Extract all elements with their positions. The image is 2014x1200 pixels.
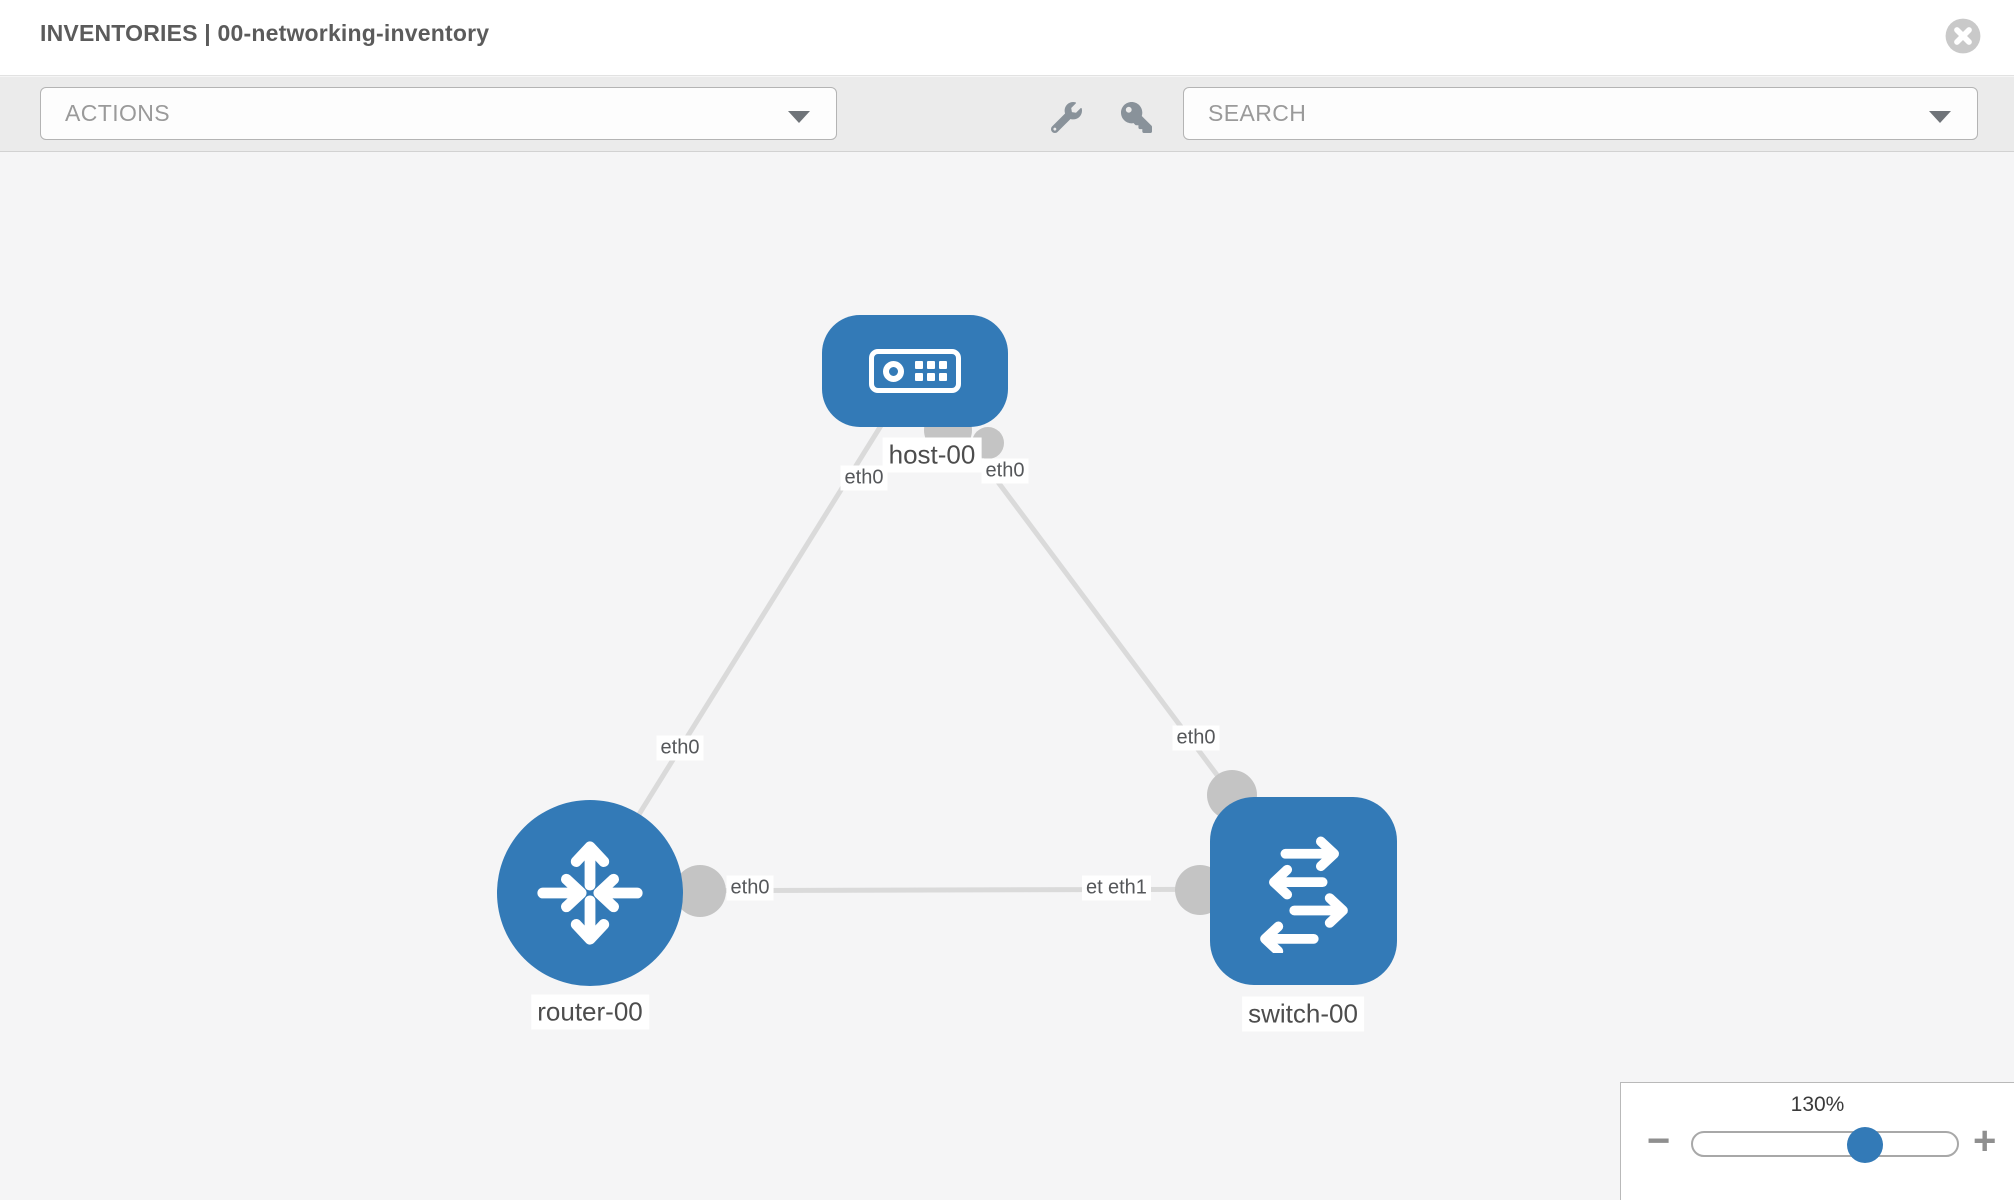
interface-label: eth0 bbox=[981, 458, 1029, 484]
switch-icon bbox=[1259, 836, 1348, 953]
interface-label: eth0 bbox=[1172, 725, 1220, 751]
chevron-down-icon bbox=[1929, 111, 1951, 123]
node-label-host: host-00 bbox=[882, 437, 982, 473]
interface-label: eth1 bbox=[1104, 875, 1151, 901]
node-label-switch: switch-00 bbox=[1242, 996, 1364, 1032]
node-host-00[interactable] bbox=[822, 315, 1008, 427]
zoom-in-button[interactable]: + bbox=[1973, 1119, 1997, 1163]
interface-label: eth0 bbox=[726, 875, 774, 901]
key-icon[interactable] bbox=[1121, 102, 1152, 133]
server-icon bbox=[869, 349, 961, 393]
page-title: INVENTORIES | 00-networking-inventory bbox=[40, 20, 490, 46]
interface-label: eth0 bbox=[656, 735, 704, 761]
actions-dropdown-label: ACTIONS bbox=[65, 100, 171, 126]
topology-canvas[interactable]: host-00 router-00 switch-00 eth0 eth0 et… bbox=[0, 152, 2014, 1200]
search-dropdown[interactable]: SEARCH bbox=[1183, 87, 1978, 140]
zoom-control-panel: 130% − + bbox=[1620, 1082, 2014, 1200]
zoom-slider-knob[interactable] bbox=[1847, 1127, 1883, 1163]
zoom-level-value: 130% bbox=[1790, 1093, 1845, 1116]
router-icon bbox=[537, 841, 643, 945]
node-label-router: router-00 bbox=[531, 994, 649, 1030]
node-router-00[interactable] bbox=[497, 800, 683, 986]
wrench-icon[interactable] bbox=[1050, 102, 1082, 134]
chevron-down-icon bbox=[788, 111, 810, 123]
zoom-out-button[interactable]: − bbox=[1647, 1119, 1671, 1163]
link-host-router[interactable] bbox=[587, 369, 918, 895]
close-icon[interactable] bbox=[1944, 17, 1982, 55]
node-switch-00[interactable] bbox=[1210, 797, 1397, 985]
search-dropdown-label: SEARCH bbox=[1208, 100, 1307, 126]
interface-label: eth0 bbox=[840, 465, 888, 491]
zoom-slider-track[interactable] bbox=[1691, 1127, 1959, 1163]
actions-dropdown[interactable]: ACTIONS bbox=[40, 87, 837, 140]
topology-links bbox=[587, 369, 1304, 895]
panel-header: INVENTORIES | 00-networking-inventory bbox=[0, 0, 2014, 76]
toolbar: ACTIONS SEARCH bbox=[0, 77, 2014, 152]
